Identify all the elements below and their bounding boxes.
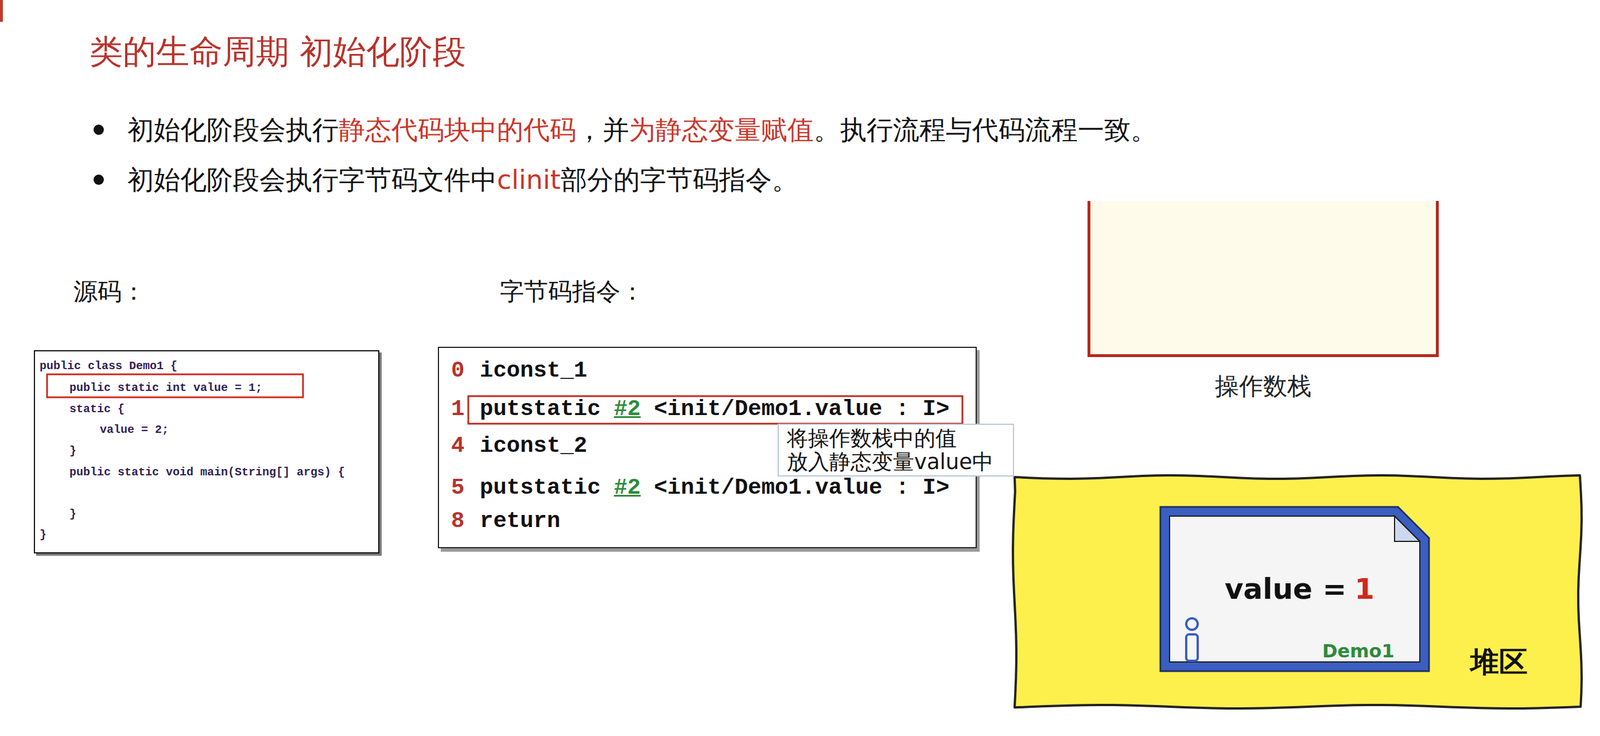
object-card: value =1Demo1	[1155, 502, 1434, 676]
constant-ref: #2	[614, 395, 642, 423]
info-icon-dot	[1186, 618, 1198, 630]
heap-label: 堆区	[1470, 645, 1528, 678]
instruction: return	[479, 507, 561, 535]
heap-region: 堆区 value =1Demo1	[1010, 472, 1585, 712]
bytecode-row: 8return	[451, 507, 561, 535]
offset-number: 5	[451, 474, 480, 502]
callout-text: 将操作数栈中的值 放入静态变量value中	[786, 426, 1005, 474]
code-line: public static int value = 1;	[69, 379, 263, 397]
constant-ref: #2	[614, 474, 642, 502]
bytecode-row: 0iconst_1	[451, 356, 588, 385]
card-face	[1169, 515, 1420, 662]
bullet-line: 初始化阶段会执行字节码文件中clinit部分的字节码指令。	[127, 162, 799, 197]
source-code-box: public class Demo1 { public static int va…	[33, 350, 380, 554]
bullet-dot	[93, 174, 104, 185]
section-heading: 源码：	[73, 277, 146, 306]
offset-number: 8	[451, 507, 480, 535]
stack-label: 操作数栈	[1087, 373, 1439, 400]
bytecode-row: 1putstatic #2 <init/Demo1.value : I>	[451, 395, 950, 423]
offset-number: 4	[451, 432, 480, 460]
instruction: iconst_2	[479, 432, 588, 460]
bullet-text: 。执行流程与代码流程一致。	[813, 114, 1157, 146]
bullet-line: 初始化阶段会执行静态代码块中的代码，并为静态变量赋值。执行流程与代码流程一致。	[127, 112, 1157, 147]
instruction: iconst_1	[479, 356, 588, 385]
instruction: putstatic	[479, 474, 601, 502]
code-line: value = 2;	[99, 421, 169, 439]
highlight-text: 为静态变量赋值	[628, 114, 814, 146]
code-line: public static void main(String[] args) {	[69, 463, 345, 481]
class-name: Demo1	[1322, 639, 1395, 662]
section-heading: 字节码指令：	[499, 277, 645, 306]
info-icon-bar	[1186, 634, 1198, 661]
bullet-dot	[93, 124, 104, 135]
offset-number: 1	[451, 395, 480, 423]
code-line: static {	[69, 400, 125, 418]
code-line: public class Demo1 {	[39, 357, 178, 375]
value-number: 1	[1354, 572, 1375, 605]
bytecode-row: 4iconst_2	[451, 432, 588, 460]
heap-outline	[1012, 475, 1582, 709]
code-line: }	[69, 442, 77, 460]
instruction: <init/Demo1.value : I>	[653, 395, 950, 423]
code-line: }	[39, 526, 47, 544]
operand-stack: 操作数栈	[1087, 200, 1439, 357]
highlight-text: 静态代码块中的代码	[338, 114, 577, 146]
offset-number: 0	[451, 356, 480, 385]
instruction: putstatic	[479, 395, 601, 423]
bullet-text: 部分的字节码指令。	[560, 164, 799, 196]
bytecode-row: 5putstatic #2 <init/Demo1.value : I>	[451, 474, 950, 502]
bullet-text: 初始化阶段会执行	[127, 114, 339, 146]
field-name: value =	[1224, 572, 1347, 605]
highlight-box	[47, 374, 304, 398]
instruction: <init/Demo1.value : I>	[653, 474, 950, 502]
card-fold	[1394, 515, 1420, 542]
callout-box: 将操作数栈中的值 放入静态变量value中	[777, 423, 1015, 477]
bullet-text: 初始化阶段会执行字节码文件中	[127, 164, 497, 196]
title: 类的生命周期 初始化阶段	[89, 33, 466, 71]
bullet-text: ，并	[576, 114, 629, 146]
highlight-box	[468, 395, 963, 424]
card-frame	[1160, 506, 1429, 671]
code-line: }	[69, 505, 77, 523]
corner-mark	[0, 0, 3, 22]
highlight-text: clinit	[496, 164, 561, 196]
